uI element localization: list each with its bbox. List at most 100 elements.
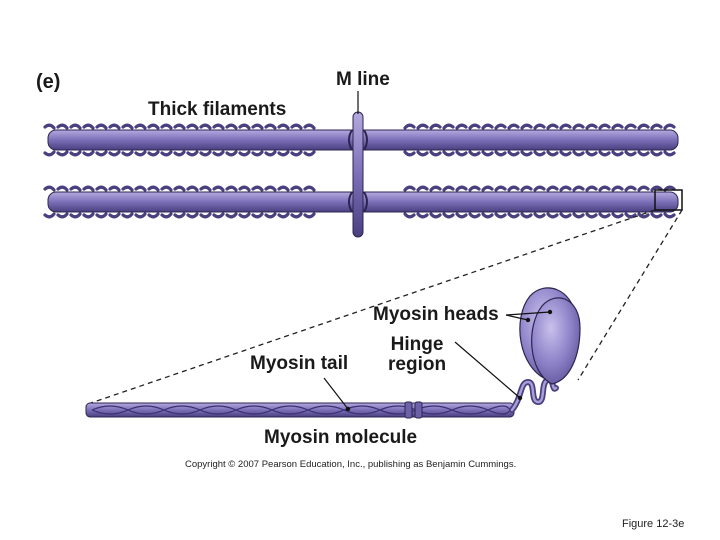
myosin-head-projection — [162, 152, 171, 155]
myosin-head-projection — [496, 125, 505, 128]
myosin-head-projection — [483, 125, 492, 128]
myosin-head-projection — [292, 125, 301, 128]
myosin-head-projection — [84, 214, 93, 217]
myosin-head-projection — [561, 152, 570, 155]
myosin-head-projection — [292, 214, 301, 217]
myosin-head-projection — [110, 125, 119, 128]
myosin-head-projection — [444, 152, 453, 155]
myosin-head-projection — [305, 125, 314, 128]
myosin-head-projection — [240, 214, 249, 217]
myosin-head-projection — [71, 152, 80, 155]
myosin-head-projection — [45, 214, 54, 217]
myosin-head-projection — [84, 152, 93, 155]
myosin-head-projection — [292, 187, 301, 190]
myosin-head-projection — [149, 125, 158, 128]
myosin-head-projection — [149, 187, 158, 190]
myosin-head-projection — [266, 214, 275, 217]
myosin-head-projection — [97, 187, 106, 190]
myosin-head-projection — [405, 152, 414, 155]
myosin-head-projection — [444, 125, 453, 128]
myosin-head-projection — [548, 214, 557, 217]
myosin-head-projection — [279, 125, 288, 128]
myosin-head-projection — [279, 187, 288, 190]
myosin-head-projection — [496, 187, 505, 190]
myosin-head-projection — [227, 187, 236, 190]
myosin-head-projection — [639, 125, 648, 128]
myosin-head-projection — [201, 214, 210, 217]
myosin-tail-label: Myosin tail — [250, 354, 348, 373]
myosin-head-projection — [418, 125, 427, 128]
myosin-head-projection — [535, 125, 544, 128]
myosin-head-projection — [227, 125, 236, 128]
m-line-label: M line — [336, 70, 390, 89]
myosin-head-projection — [548, 125, 557, 128]
myosin-head-projection — [613, 152, 622, 155]
myosin-head-projection — [574, 125, 583, 128]
myosin-head-projection — [561, 214, 570, 217]
myosin-head-projection — [431, 187, 440, 190]
myosin-head-projection — [561, 125, 570, 128]
myosin-head-projection — [58, 152, 67, 155]
myosin-head-projection — [188, 187, 197, 190]
myosin-head-projection — [253, 187, 262, 190]
myosin-head-projection — [613, 187, 622, 190]
myosin-head-projection — [149, 152, 158, 155]
myosin-head-projection — [214, 187, 223, 190]
myosin-head-projection — [431, 125, 440, 128]
myosin-head-projection — [201, 152, 210, 155]
myosin-head-projection — [84, 125, 93, 128]
myosin-head-projection — [97, 214, 106, 217]
myosin-head-projection — [110, 152, 119, 155]
myosin-head-projection — [266, 152, 275, 155]
myosin-head-projection — [639, 152, 648, 155]
myosin-head-projection — [175, 152, 184, 155]
myosin-head-projection — [509, 125, 518, 128]
myosin-head-projection — [240, 152, 249, 155]
myosin-head-projection — [418, 152, 427, 155]
myosin-head-projection — [305, 187, 314, 190]
myosin-head-projection — [444, 214, 453, 217]
myosin-head-projection — [305, 214, 314, 217]
myosin-head-projection — [613, 214, 622, 217]
myosin-head-projection — [600, 214, 609, 217]
myosin-head-projection — [587, 125, 596, 128]
myosin-head-projection — [136, 214, 145, 217]
myosin-head-projection — [626, 187, 635, 190]
myosin-head-projection — [457, 187, 466, 190]
myosin-head-projection — [188, 125, 197, 128]
myosin-head-projection — [71, 214, 80, 217]
myosin-head-projection — [162, 125, 171, 128]
myosin-head-projection — [496, 152, 505, 155]
myosin-head-projection — [123, 125, 132, 128]
myosin-head-projection — [600, 187, 609, 190]
myosin-head-projection — [652, 125, 661, 128]
myosin-head-projection — [227, 214, 236, 217]
myosin-head-projection — [97, 125, 106, 128]
myosin-head-projection — [188, 152, 197, 155]
myosin-head-projection — [136, 125, 145, 128]
myosin-head-projection — [214, 125, 223, 128]
myosin-head-projection — [548, 187, 557, 190]
myosin-head-projection — [162, 214, 171, 217]
myosin-head-projection — [292, 152, 301, 155]
myosin-head-projection — [626, 152, 635, 155]
myosin-head-projection — [240, 187, 249, 190]
myosin-head-projection — [470, 214, 479, 217]
hinge-region-label: Hinge region — [388, 335, 446, 375]
myosin-head-projection — [123, 214, 132, 217]
myosin-head-projection — [496, 214, 505, 217]
myosin-head-projection — [136, 187, 145, 190]
hinge-label-line1: Hinge — [388, 335, 446, 355]
myosin-head-projection — [123, 152, 132, 155]
myosin-head-projection — [587, 187, 596, 190]
myosin-head-projection — [509, 152, 518, 155]
myosin-head-projection — [266, 187, 275, 190]
myosin-head-front — [532, 298, 580, 384]
myosin-head-projection — [136, 152, 145, 155]
figure-caption: Figure 12-3e — [622, 519, 684, 530]
myosin-head-projection — [535, 152, 544, 155]
myosin-head-projection — [574, 187, 583, 190]
myosin-head-projection — [110, 187, 119, 190]
myosin-head-projection — [457, 214, 466, 217]
myosin-head-projection — [71, 187, 80, 190]
